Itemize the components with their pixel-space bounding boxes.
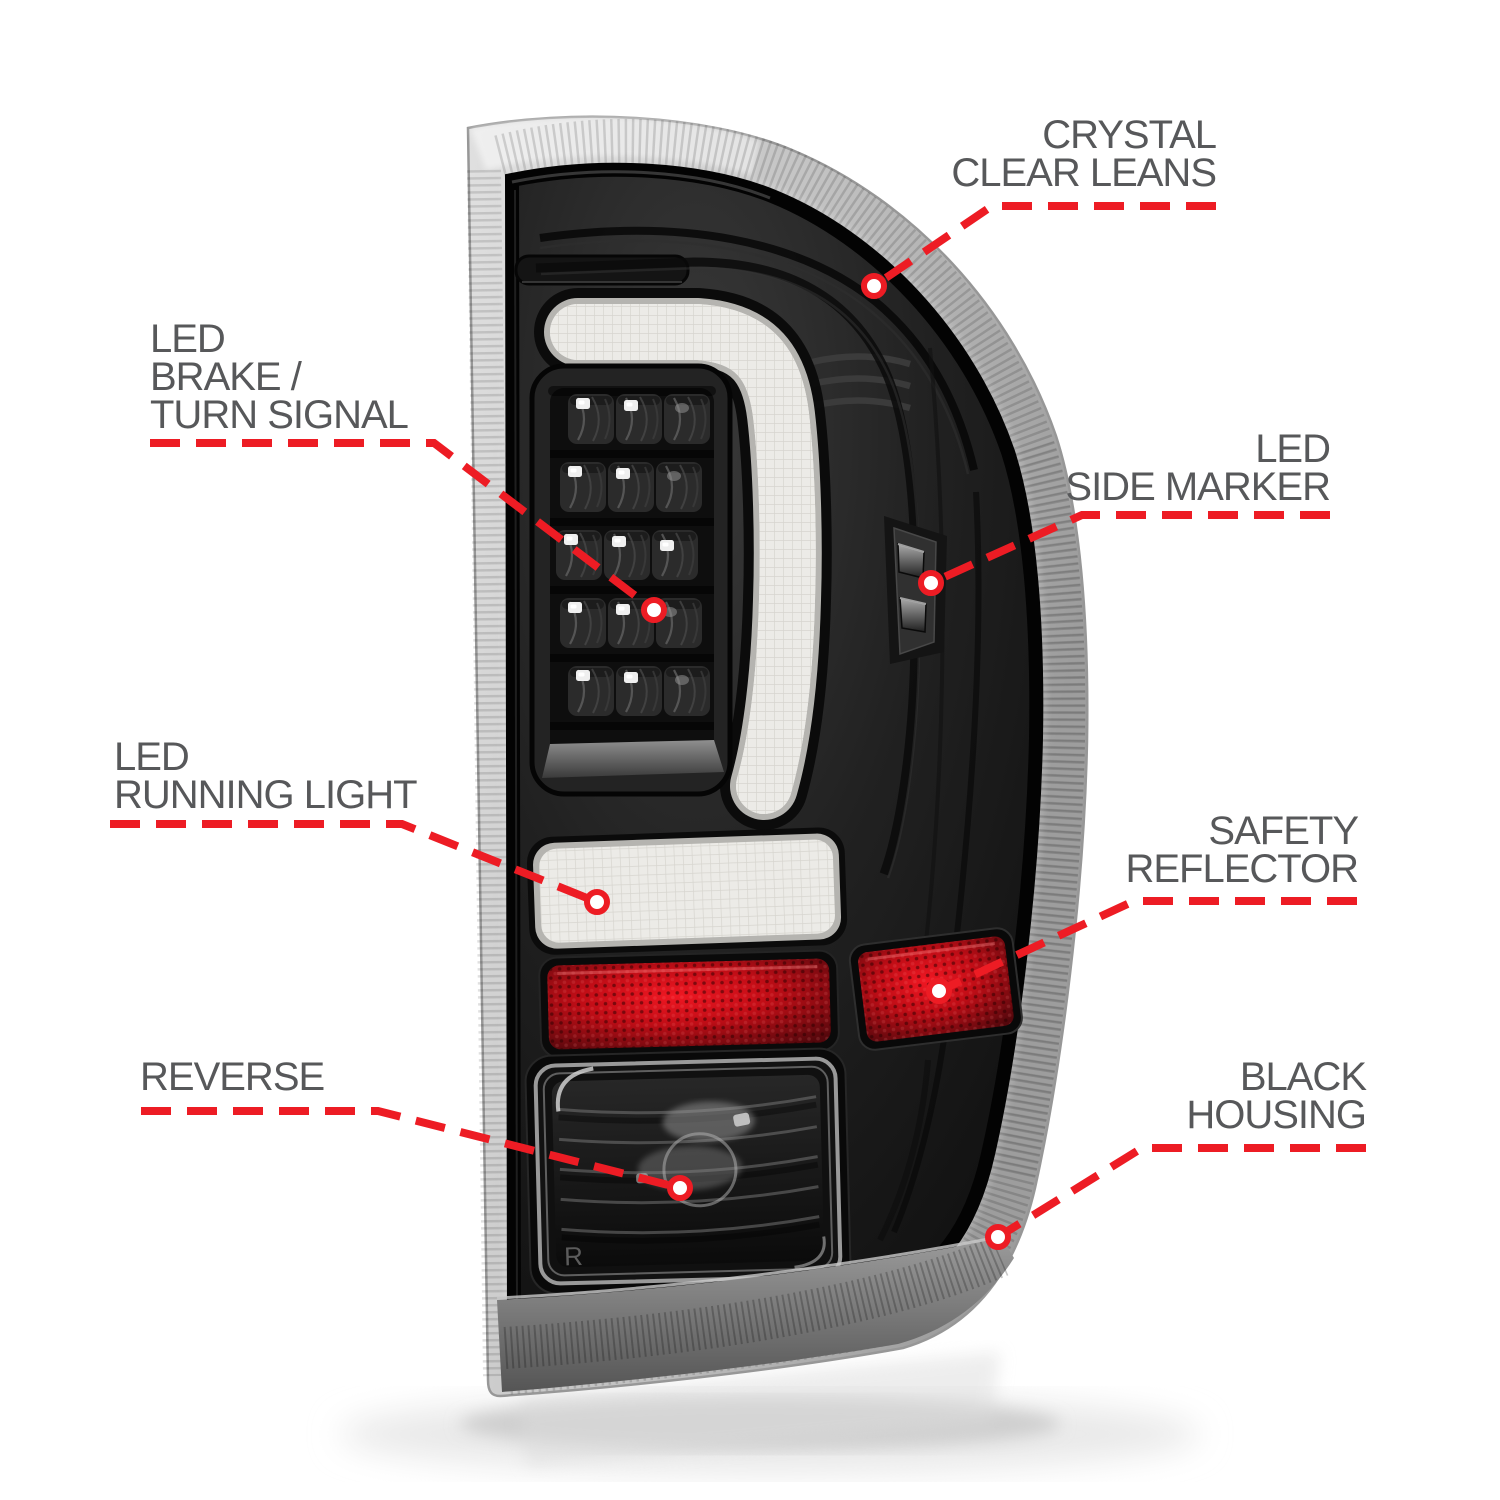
red-reflector-strip: [538, 949, 840, 1059]
callout-label-led-running-light: LED RUNNING LIGHT: [114, 735, 418, 817]
callout-label-line: CLEAR LEANS: [951, 151, 1217, 195]
callout-label-led-brake-turn-signal: LED BRAKE / TURN SIGNAL: [150, 317, 409, 437]
callout-dot-led-brake-turn-signal: [641, 597, 667, 623]
leader-line-reverse: [141, 1107, 681, 1192]
callout-label-line: LED: [150, 317, 226, 361]
leader-line-crystal-clear-lens: [871, 202, 1216, 290]
callout-dot-led-running-light: [584, 889, 610, 915]
led-side-marker: [884, 516, 947, 664]
callout-label-line: REFLECTOR: [1125, 847, 1359, 891]
callout-label-line: REVERSE: [140, 1055, 325, 1099]
callout-label-line: CRYSTAL: [1042, 113, 1217, 157]
housing-panel-lines: [514, 226, 982, 1242]
callout-dot-black-housing: [985, 1224, 1011, 1250]
callout-label-line: LED: [1255, 427, 1331, 471]
callout-label-line: BRAKE /: [150, 355, 302, 399]
callout-label-line: RUNNING LIGHT: [114, 773, 418, 817]
callout-label-black-housing: BLACK HOUSING: [1186, 1055, 1367, 1137]
lens-bottom-band: [496, 1234, 1014, 1392]
leader-line-black-housing: [995, 1144, 1366, 1241]
callout-label-safety-reflector: SAFETY REFLECTOR: [1125, 809, 1359, 891]
led-light-bar: [534, 288, 832, 830]
callout-label-led-side-marker: LED SIDE MARKER: [1065, 427, 1331, 509]
led-running-light-pad: [526, 827, 848, 955]
leader-line-safety-reflector: [937, 897, 1357, 995]
reverse-lens-letter: R: [564, 1241, 584, 1271]
callout-label-line: BLACK: [1239, 1055, 1367, 1099]
callout-label-line: SAFETY: [1208, 809, 1359, 853]
callout-label-crystal-clear-lens: CRYSTAL CLEAR LEANS: [951, 113, 1217, 195]
leader-lines: [110, 202, 1366, 1241]
leader-line-led-running-light: [110, 820, 599, 906]
callout-label-reverse: REVERSE: [140, 1055, 325, 1099]
led-brake-turn-signal: [529, 363, 733, 797]
reverse-light: R: [524, 1047, 852, 1295]
callout-label-line: SIDE MARKER: [1065, 465, 1331, 509]
callout-dot-led-side-marker: [918, 570, 944, 596]
callout-dot-crystal-clear-lens: [861, 273, 887, 299]
leader-line-led-brake-turn-signal: [150, 439, 657, 614]
callout-label-line: TURN SIGNAL: [150, 393, 409, 437]
leader-line-led-side-marker: [929, 511, 1330, 587]
floor-shadow: [340, 1352, 1200, 1474]
callout-dots: [584, 273, 1011, 1250]
callout-label-line: HOUSING: [1186, 1093, 1367, 1137]
callout-label-line: LED: [114, 735, 190, 779]
callout-dot-reverse: [667, 1175, 693, 1201]
callout-dot-safety-reflector: [926, 978, 952, 1004]
